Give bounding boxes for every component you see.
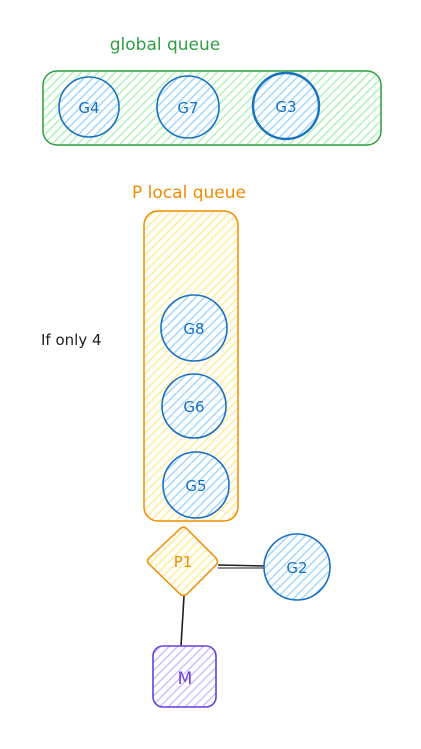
goroutine-g5-circle (162, 451, 230, 519)
connector-p1-m (180, 595, 185, 647)
goroutine-g8-circle (160, 294, 228, 362)
local-queue-title: P local queue (132, 183, 246, 203)
global-queue-title: global queue (110, 35, 221, 55)
machine-label: M (178, 669, 193, 689)
goroutine-label: G2 (286, 559, 307, 577)
goroutine-label: G4 (78, 99, 99, 117)
local-queue-item: G5 (162, 451, 230, 519)
goroutine-label: G8 (183, 320, 204, 338)
connector-p1-g2 (217, 564, 266, 567)
local-queue-item: G8 (160, 294, 228, 362)
local-queue-box (143, 210, 239, 522)
running-goroutine: G2 (263, 533, 331, 601)
local-queue-note: If only 4 (41, 331, 102, 349)
global-queue-item: G4 (58, 76, 120, 138)
goroutine-label: G5 (185, 477, 206, 495)
goroutine-label: G7 (177, 99, 198, 117)
machine-node: M (152, 645, 217, 708)
processor-node: P1 (146, 526, 219, 597)
goroutine-g2-circle (263, 533, 331, 601)
local-queue-item: G6 (161, 373, 227, 439)
goroutine-g4-circle (58, 76, 120, 138)
machine-box (152, 645, 217, 708)
goroutine-g7-circle (156, 75, 220, 139)
global-queue-item: G7 (156, 75, 220, 139)
processor-diamond (146, 526, 219, 597)
goroutine-label: G6 (183, 398, 204, 416)
processor-label: P1 (174, 553, 193, 571)
goroutine-g3-circle (251, 71, 321, 141)
goroutine-label: G3 (275, 98, 296, 116)
global-queue-item: G3 (251, 71, 321, 141)
goroutine-g6-circle (161, 373, 227, 439)
